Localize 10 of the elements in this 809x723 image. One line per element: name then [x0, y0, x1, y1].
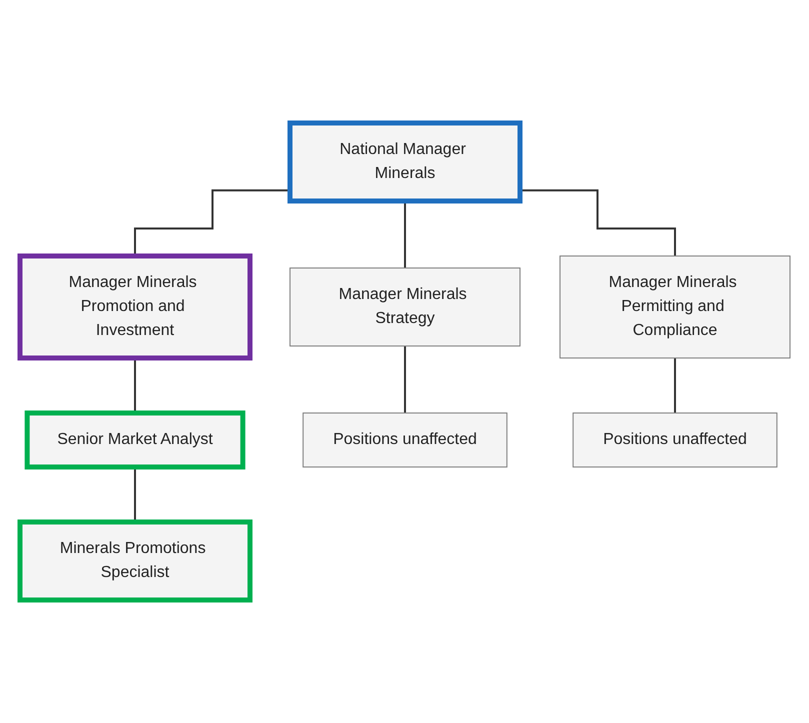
node-box: Manager Minerals Promotion and Investment: [17, 254, 252, 360]
node-box: Senior Market Analyst: [24, 410, 245, 470]
node-box: National Manager Minerals: [287, 120, 522, 204]
node-box: Positions unaffected: [572, 412, 777, 468]
node-box: Minerals Promotions Specialist: [17, 520, 252, 602]
connector: [674, 357, 676, 414]
node-box: Manager Minerals Permitting and Compliance: [559, 256, 790, 358]
connector: [404, 345, 406, 414]
node-box: Positions unaffected: [302, 412, 507, 468]
node-box: Manager Minerals Strategy: [289, 268, 520, 346]
